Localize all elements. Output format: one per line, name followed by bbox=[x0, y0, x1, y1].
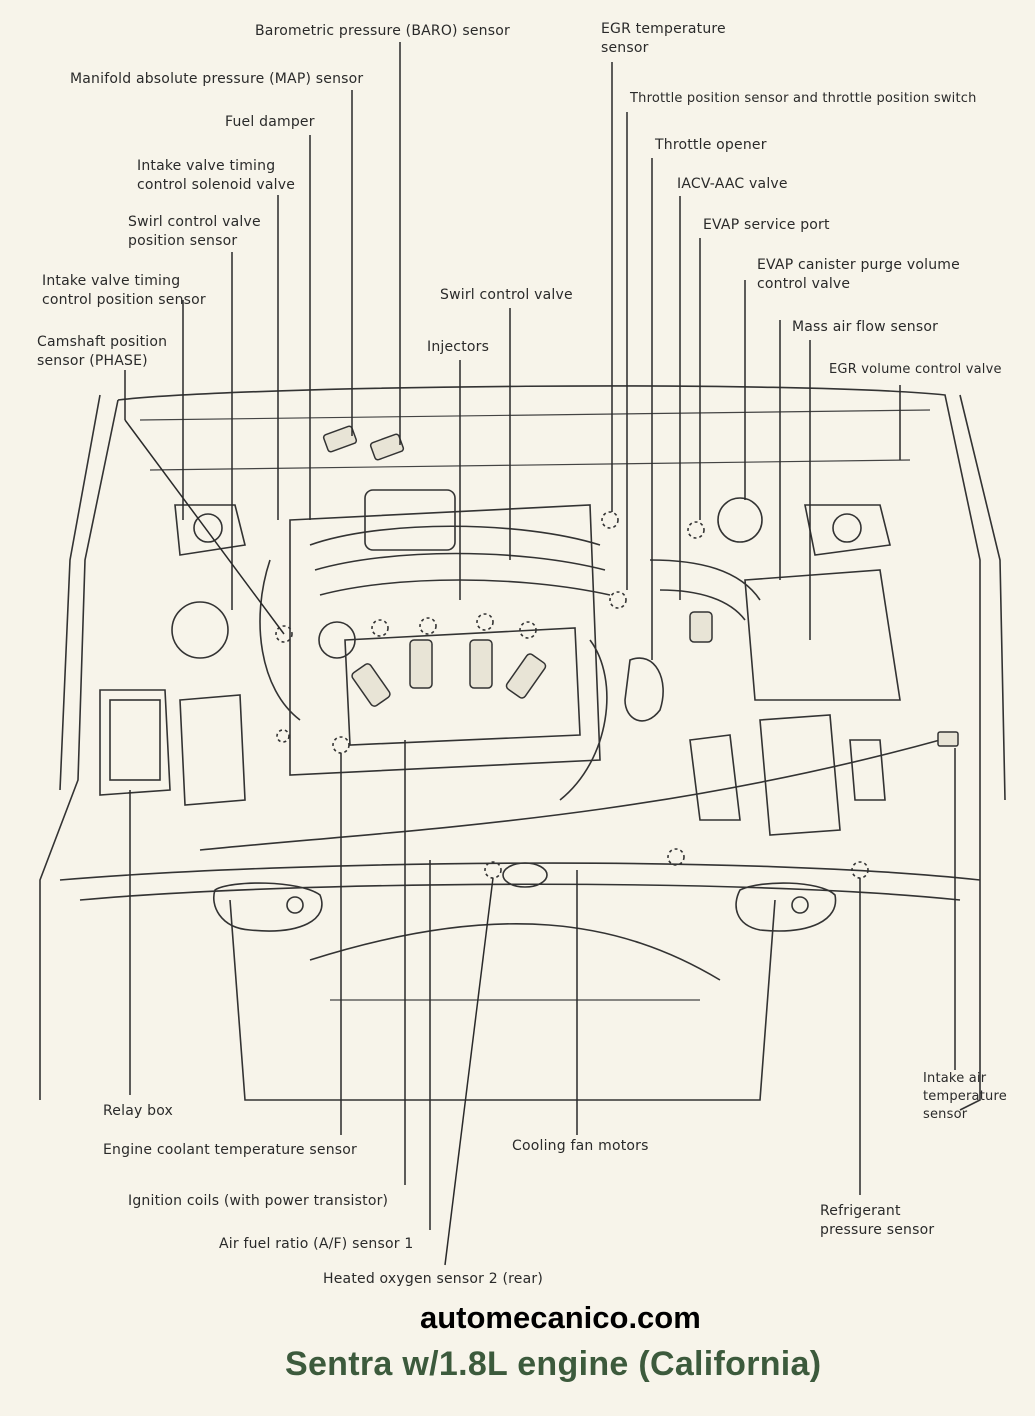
label-line: EGR temperature bbox=[601, 21, 726, 37]
label-cooling-fan-motors: Cooling fan motors bbox=[512, 1138, 649, 1154]
label-mass-air-flow-sensor: Mass air flow sensor bbox=[792, 319, 939, 335]
label-throttle-position-sensor: Throttle position sensor and throttle po… bbox=[630, 91, 977, 106]
engine-block bbox=[99, 425, 959, 888]
label-intake-valve-timing-position: Intake valve timing control position sen… bbox=[42, 272, 206, 310]
label-line: control valve bbox=[757, 276, 851, 292]
label-intake-air-temp-sensor: Intake air temperature sensor bbox=[923, 1070, 1007, 1124]
label-line: sensor (PHASE) bbox=[37, 353, 148, 369]
label-engine-coolant-temp-sensor: Engine coolant temperature sensor bbox=[103, 1142, 357, 1158]
label-intake-valve-timing-solenoid: Intake valve timing control solenoid val… bbox=[137, 157, 295, 195]
label-evap-service-port: EVAP service port bbox=[703, 217, 830, 233]
label-line: sensor bbox=[601, 40, 649, 56]
label-line: Refrigerant bbox=[820, 1203, 901, 1219]
label-ignition-coils: Ignition coils (with power transistor) bbox=[128, 1193, 389, 1209]
label-throttle-opener: Throttle opener bbox=[655, 137, 767, 153]
label-af-sensor: Air fuel ratio (A/F) sensor 1 bbox=[219, 1236, 414, 1252]
label-camshaft-position-sensor: Camshaft position sensor (PHASE) bbox=[37, 333, 167, 371]
label-line: Camshaft position bbox=[37, 334, 168, 350]
label-line: position sensor bbox=[128, 233, 238, 249]
site-watermark: automecanico.com bbox=[420, 1300, 701, 1335]
label-heated-oxygen-sensor: Heated oxygen sensor 2 (rear) bbox=[323, 1271, 544, 1287]
label-line: temperature bbox=[923, 1089, 1007, 1104]
label-swirl-position-sensor: Swirl control valve position sensor bbox=[128, 213, 261, 251]
label-evap-purge-valve: EVAP canister purge volume control valve bbox=[757, 256, 960, 294]
label-line: sensor bbox=[923, 1107, 968, 1122]
label-refrigerant-pressure-sensor: Refrigerant pressure sensor bbox=[820, 1202, 934, 1240]
diagram-caption: Sentra w/1.8L engine (California) bbox=[285, 1345, 822, 1383]
label-line: Intake air bbox=[923, 1071, 987, 1086]
label-leader-lines bbox=[124, 42, 956, 1266]
label-egr-temperature-sensor: EGR temperature sensor bbox=[601, 20, 726, 58]
label-relay-box: Relay box bbox=[103, 1103, 174, 1119]
label-line: control solenoid valve bbox=[137, 177, 296, 193]
label-swirl-control-valve: Swirl control valve bbox=[440, 287, 573, 303]
label-line: Swirl control valve bbox=[128, 214, 261, 230]
label-line: pressure sensor bbox=[820, 1222, 935, 1238]
label-egr-volume-control-valve: EGR volume control valve bbox=[829, 362, 1002, 377]
label-injectors: Injectors bbox=[427, 339, 490, 355]
label-line: Intake valve timing bbox=[42, 273, 181, 289]
label-fuel-damper: Fuel damper bbox=[225, 114, 315, 130]
label-line: control position sensor bbox=[42, 292, 206, 308]
label-baro-sensor: Barometric pressure (BARO) sensor bbox=[255, 23, 510, 39]
label-line: EVAP canister purge volume bbox=[757, 257, 960, 273]
label-iacv-aac-valve: IACV-AAC valve bbox=[677, 176, 788, 192]
label-map-sensor: Manifold absolute pressure (MAP) sensor bbox=[70, 71, 364, 87]
label-line: Intake valve timing bbox=[137, 158, 276, 174]
